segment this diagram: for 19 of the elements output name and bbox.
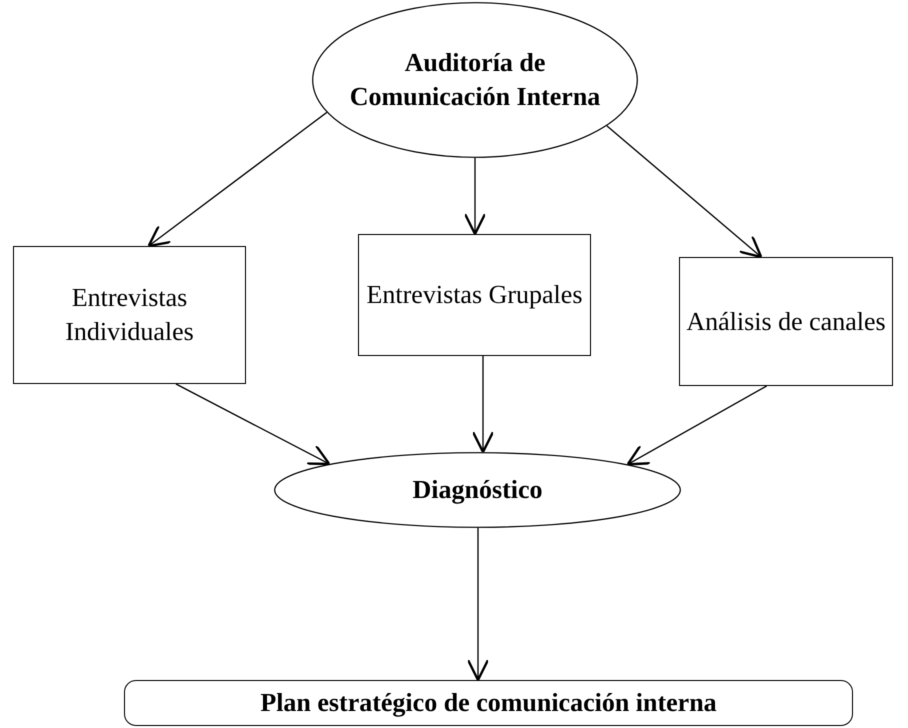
arrow <box>466 528 490 682</box>
arrow <box>147 112 328 248</box>
arrow <box>606 125 762 258</box>
process-box <box>679 257 893 386</box>
node-label: Plan estratégico de comunicación interna <box>259 687 718 720</box>
node-label: Diagnóstico <box>412 474 544 506</box>
process-ellipse <box>274 452 681 528</box>
process-box <box>13 246 246 384</box>
process-ellipse <box>312 2 638 158</box>
process-box <box>358 234 591 356</box>
arrow <box>626 385 767 466</box>
node-label: Entrevistas Grupales <box>366 279 584 312</box>
process-box <box>124 680 853 726</box>
node-label: Auditoría de Comunicación Interna <box>348 47 602 113</box>
node-label: Entrevistas Individuales <box>64 282 195 348</box>
arrow <box>176 383 330 466</box>
arrow <box>464 158 486 236</box>
arrow <box>472 356 494 454</box>
node-label: Análisis de canales <box>686 306 886 338</box>
